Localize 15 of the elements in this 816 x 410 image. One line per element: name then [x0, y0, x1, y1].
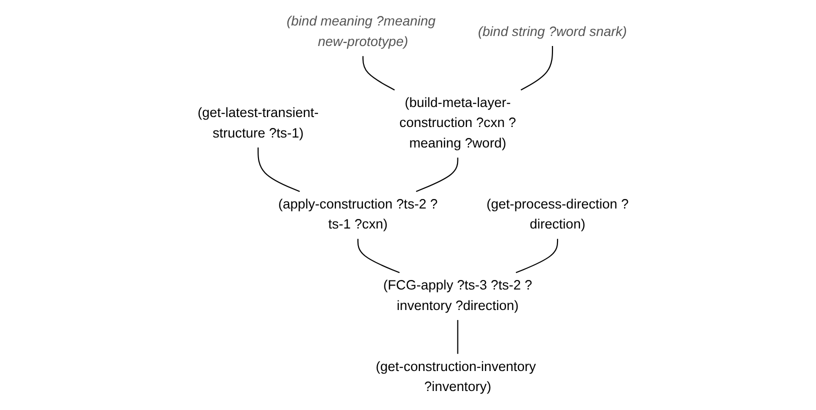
- node-text: (FCG-apply ?ts-3 ?ts-2 ?inventory ?direction): [383, 278, 532, 314]
- node-text: (apply-construction ?ts-2 ?ts-1 ?cxn): [278, 197, 438, 232]
- node-text: (get-process-direction ?direction): [486, 197, 629, 232]
- connector: [258, 147, 300, 192]
- connector: [520, 46, 554, 90]
- connector: [362, 56, 395, 90]
- connector: [358, 238, 400, 274]
- node-text: (build-meta-layer-construction ?cxn ?meaning ?word): [400, 96, 516, 151]
- node-text: (bind string ?word snark): [478, 24, 628, 40]
- connector: [457, 320, 458, 354]
- node-text: (bind meaning ?meaning new-prototype): [286, 14, 436, 50]
- node-text: (get-latest-transient-structure ?ts-1): [198, 106, 319, 141]
- node-text: (get-construction-inventory ?inventory): [376, 360, 536, 394]
- connector: [516, 238, 558, 274]
- connector: [416, 158, 458, 192]
